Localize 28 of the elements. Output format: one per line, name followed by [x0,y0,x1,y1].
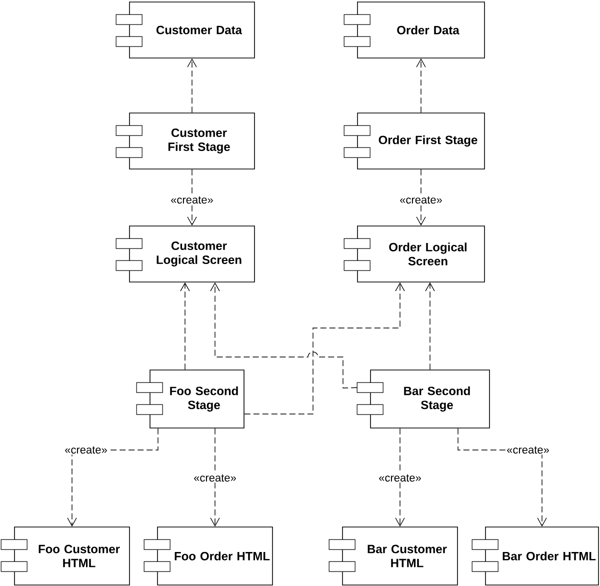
arrow [187,58,197,113]
component-box: Order First Stage [344,112,485,170]
component-box: Order Data [344,2,485,58]
arrow [210,428,220,527]
edge-label: «create» [506,445,550,455]
component-box: Foo Order HTML [144,526,273,586]
component-box: Customer Logical Screen [116,226,255,282]
arrow [210,282,358,388]
edge-label: «create» [378,473,422,483]
component-box: Foo Second Stage [136,370,244,428]
arrow [425,282,435,370]
component-box: Customer First Stage [116,112,255,170]
component-box: Bar Order HTML [472,526,599,586]
edge-label: «create» [192,473,238,483]
arrow [244,282,405,414]
component-box: Bar Customer HTML [328,526,458,586]
edge-label: «create» [398,195,444,205]
arrow [180,282,190,370]
component-box: Customer Data [116,2,255,58]
arrow [395,428,405,527]
component-box: Order Logical Screen [344,226,485,282]
edge-label: «create» [170,195,214,205]
component-box: Bar Second Stage [356,370,490,428]
arrow [416,58,426,113]
edge-label: «create» [64,445,108,455]
arrow [416,169,426,226]
arrow [187,169,197,226]
component-box: Foo Customer HTML [0,526,130,586]
